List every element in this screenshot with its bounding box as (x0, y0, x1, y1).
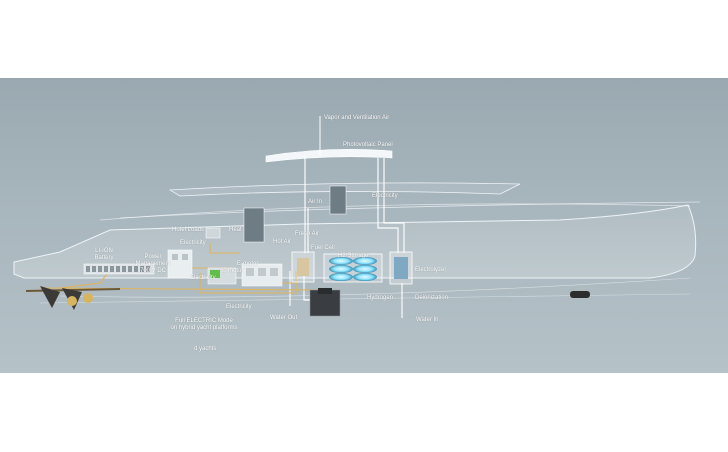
label-li-ion-battery: LI-ION Battery (94, 248, 114, 261)
label-air-in: Air In (308, 199, 323, 205)
bow-thruster (570, 291, 590, 298)
water-tank (309, 289, 341, 317)
label-hydrogen: Hydrogen (367, 295, 394, 301)
keel-line (59, 277, 691, 298)
heat-radiator (243, 207, 265, 243)
label-fresh-air: Fresh Air (295, 231, 320, 237)
label-vapor-ventilation: Vapor and Ventilation Air (324, 115, 390, 121)
label-e-motor-2: E-motor (222, 268, 244, 274)
label-power-management: Power Management 700 V DC (135, 254, 171, 274)
waterline (39, 293, 691, 304)
label-water-in: Water In (416, 317, 439, 323)
label-deionization: Deionization (415, 295, 449, 301)
label-photovoltaic-panel: Photovoltaic Panel (343, 142, 393, 148)
brand-caption: d yachts (194, 346, 217, 352)
label-electrolyzer: Electrolyzer (415, 267, 447, 273)
hotel-loads-panel (205, 227, 221, 239)
e-motor-unit (207, 263, 283, 287)
yacht-diagram: Vapor and Ventilation Air Photovoltaic P… (0, 78, 728, 373)
label-full-electric-mode: Full ELECTRIC Mode on hybrid yacht platf… (170, 318, 238, 331)
label-electricity-top: Electricity (372, 193, 398, 199)
battery-cells (86, 266, 150, 272)
label-electricity-bottom: Electricity (226, 304, 252, 310)
label-electricity-hotel: Electricity (180, 240, 206, 246)
label-h2-storage: H2 Storage (338, 253, 369, 259)
label-fuel-cell: Fuel Cell (311, 245, 335, 251)
label-hot-air: Hot Air (273, 239, 292, 245)
label-hotel-loads: Hotel Loads (172, 227, 205, 233)
air-intake-grille (329, 185, 347, 215)
label-electricity-pm: Electricity (190, 275, 216, 281)
label-water-out: Water Out (270, 315, 298, 321)
label-heat: Heat (229, 227, 242, 233)
propeller-shafts (25, 286, 121, 310)
label-e-motor-1: E-motor (237, 261, 259, 267)
photovoltaic-panel (265, 149, 393, 163)
h2-storage-tanks (323, 253, 383, 283)
main-deck-line (119, 201, 701, 219)
power-management-cabinet (167, 249, 193, 279)
yacht-illustration (13, 116, 701, 318)
